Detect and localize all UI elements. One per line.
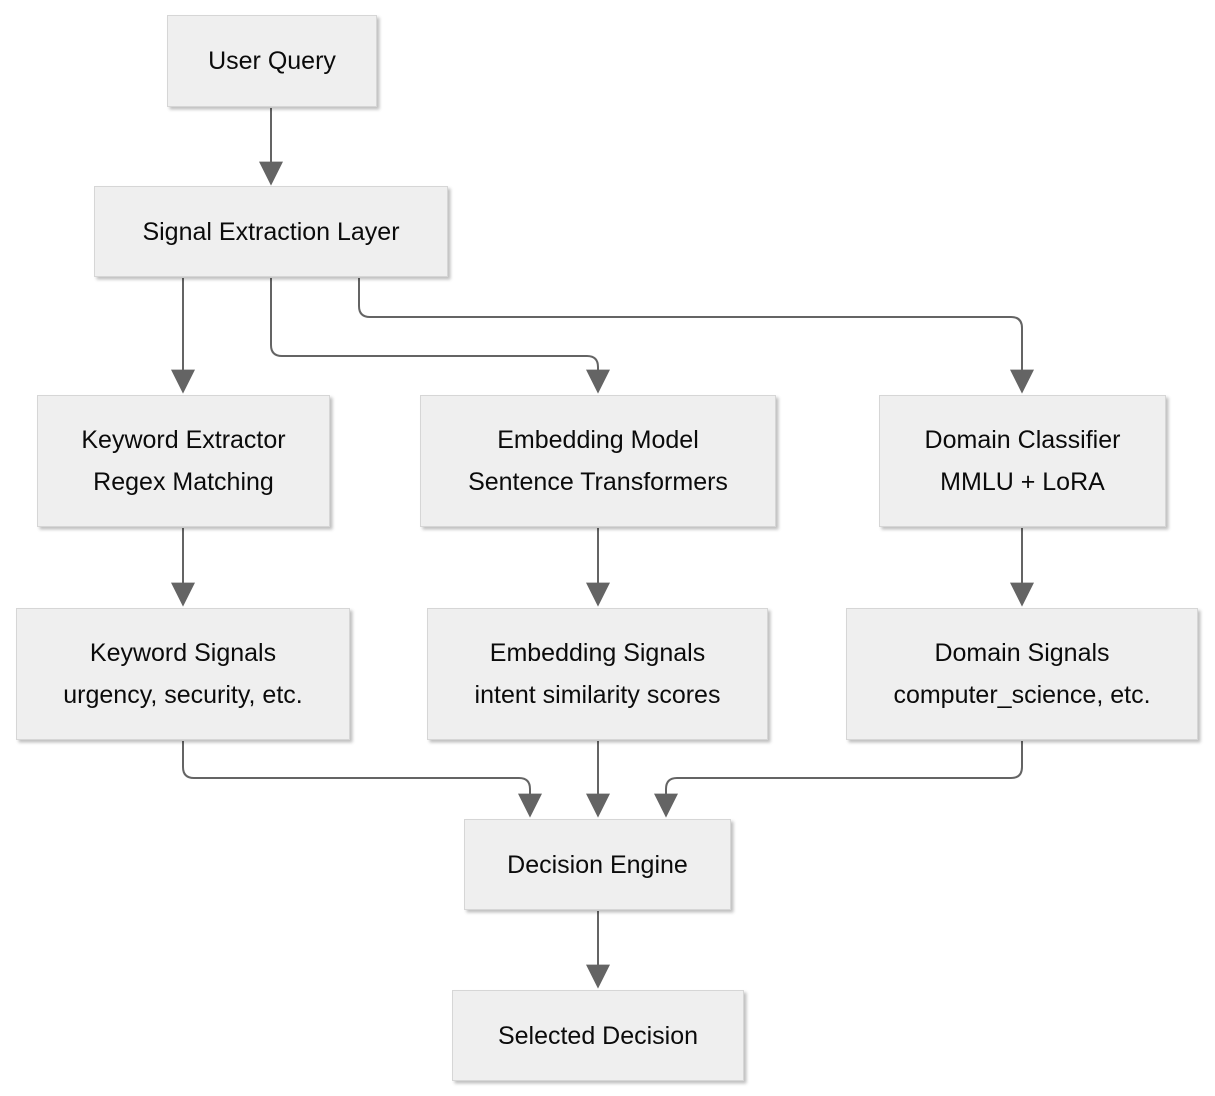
edge-domain-signals-to-decision-engine xyxy=(654,741,1023,818)
node-label: Domain Signals xyxy=(934,639,1110,667)
node-label: Keyword Signals xyxy=(89,639,277,667)
edge-signal-extraction-to-embedding-model xyxy=(270,278,610,394)
node-label: Selected Decision xyxy=(497,1021,699,1050)
node-label: User Query xyxy=(208,47,336,75)
node-sublabel: Sentence Transformers xyxy=(468,468,728,496)
node-sublabel: Regex Matching xyxy=(93,468,274,496)
node-label: Keyword Extractor xyxy=(81,426,286,454)
node-sublabel: MMLU + LoRA xyxy=(940,468,1105,496)
node-keyword-extractor: Keyword Extractor Regex Matching xyxy=(37,395,330,527)
node-signal-extraction-layer: Signal Extraction Layer xyxy=(94,186,448,277)
node-label: Domain Classifier xyxy=(924,426,1121,454)
node-label: Embedding Signals xyxy=(489,639,706,667)
node-decision-engine: Decision Engine xyxy=(464,819,731,910)
node-keyword-signals: Keyword Signals urgency, security, etc. xyxy=(16,608,350,740)
node-label: Embedding Model xyxy=(497,426,699,454)
node-sublabel: urgency, security, etc. xyxy=(63,681,303,709)
node-sublabel: computer_science, etc. xyxy=(893,681,1151,709)
node-user-query: User Query xyxy=(167,15,377,107)
node-domain-classifier: Domain Classifier MMLU + LoRA xyxy=(879,395,1166,527)
node-sublabel: intent similarity scores xyxy=(474,681,721,709)
node-label: Signal Extraction Layer xyxy=(142,217,400,246)
node-embedding-model: Embedding Model Sentence Transformers xyxy=(420,395,776,527)
node-embedding-signals: Embedding Signals intent similarity scor… xyxy=(427,608,768,740)
edge-signal-extraction-to-domain-classifier xyxy=(358,278,1034,394)
node-selected-decision: Selected Decision xyxy=(452,990,744,1081)
edge-keyword-signals-to-decision-engine xyxy=(182,741,542,818)
node-label: Decision Engine xyxy=(507,850,688,879)
node-domain-signals: Domain Signals computer_science, etc. xyxy=(846,608,1198,740)
